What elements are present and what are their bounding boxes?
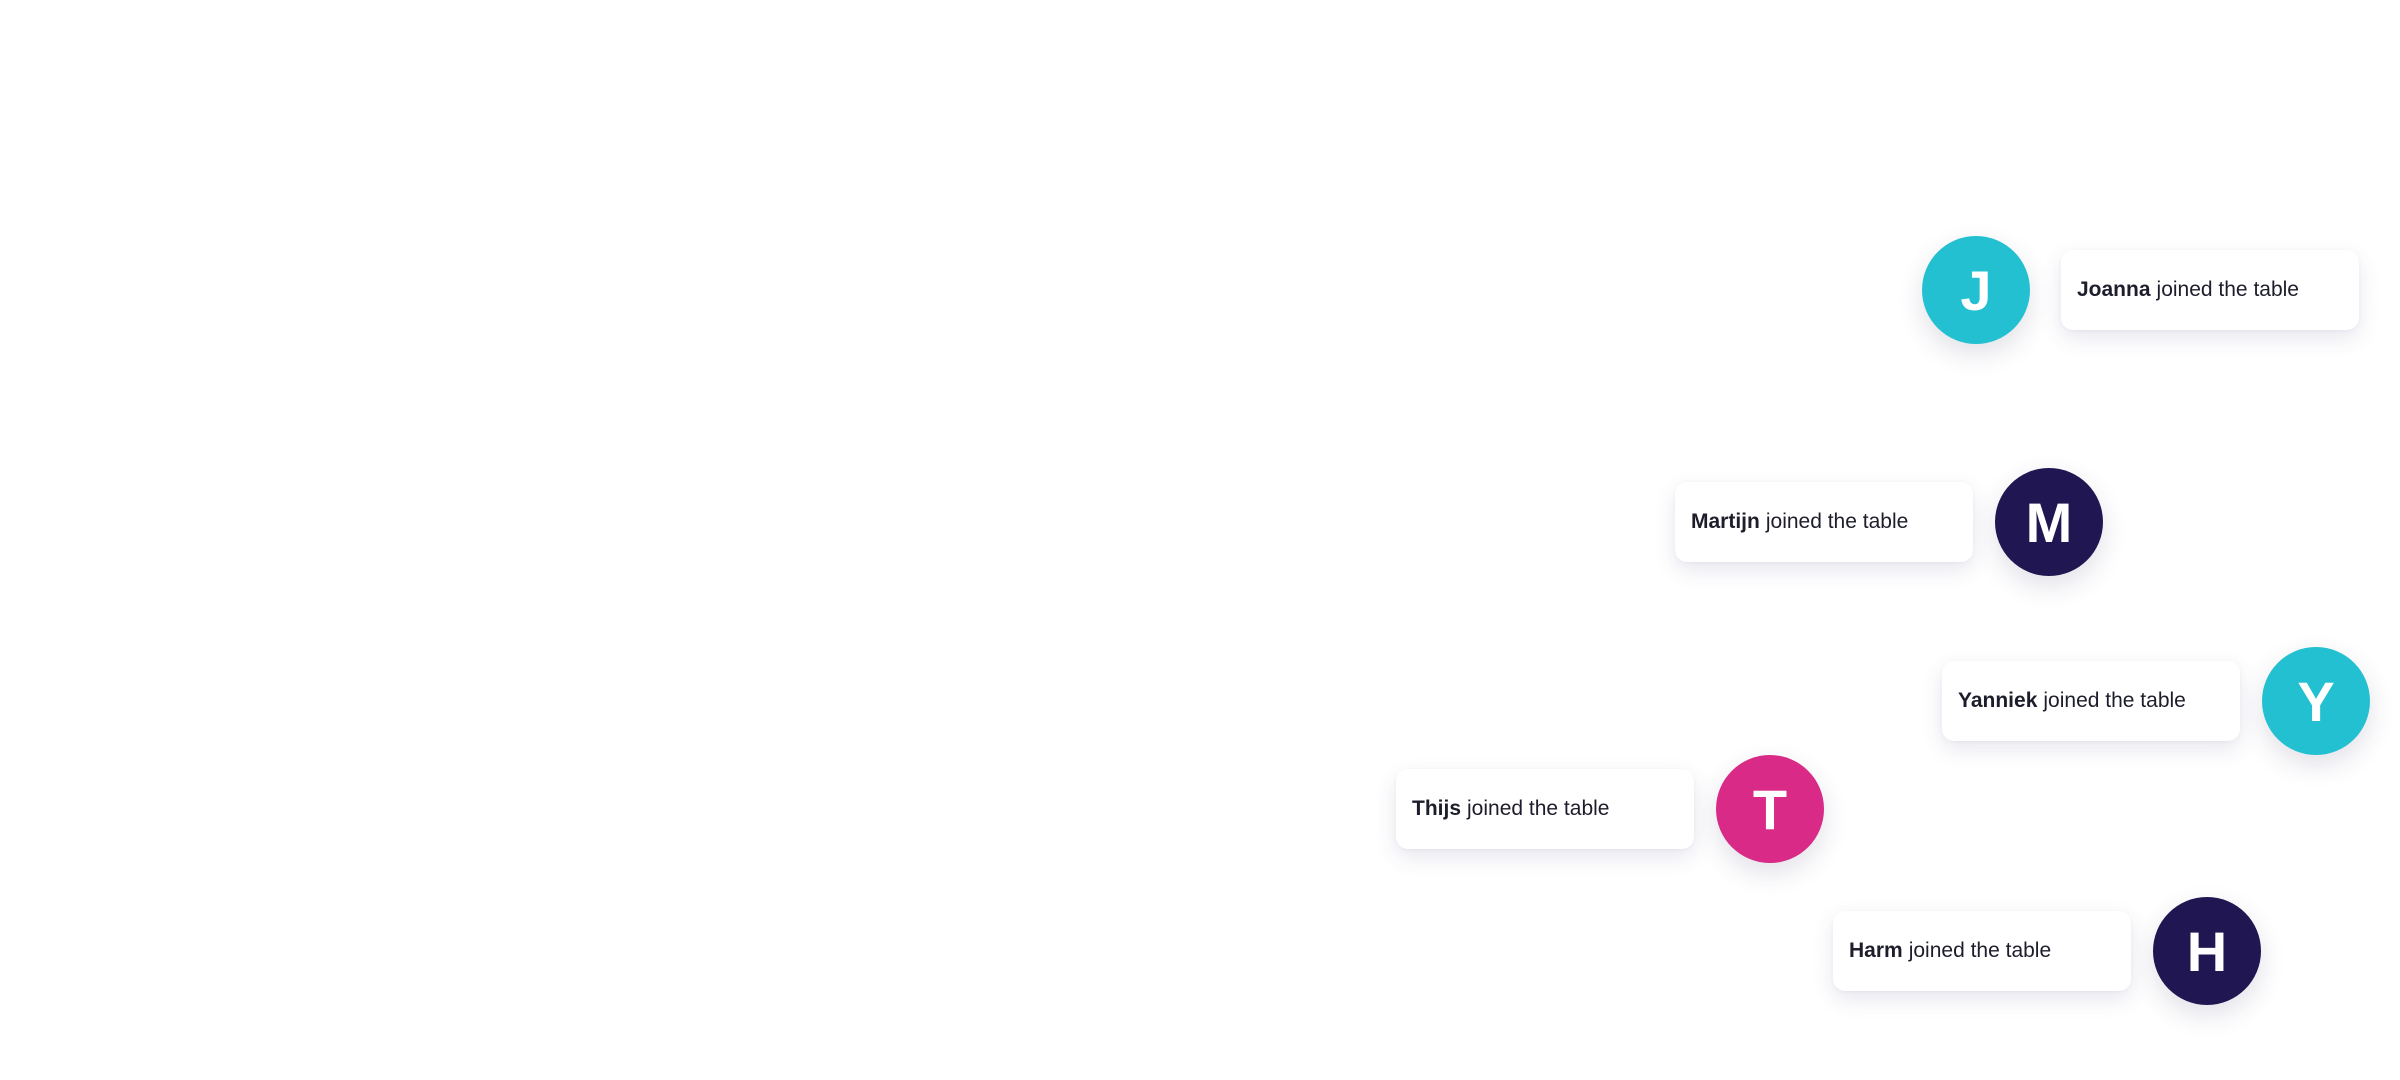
user-name: Yanniek bbox=[1958, 689, 2038, 712]
notification-joanna: J Joanna joined the table bbox=[1922, 236, 2359, 344]
notification-bubble: Martijn joined the table bbox=[1675, 482, 1973, 562]
avatar-martijn: M bbox=[1995, 468, 2103, 576]
notification-martijn: M Martijn joined the table bbox=[1675, 468, 2103, 576]
user-name: Harm bbox=[1849, 939, 1903, 962]
avatar-thijs: T bbox=[1716, 755, 1824, 863]
avatar-harm: H bbox=[2153, 897, 2261, 1005]
user-name: Martijn bbox=[1691, 510, 1760, 533]
avatar-joanna: J bbox=[1922, 236, 2030, 344]
notification-message: joined the table bbox=[2043, 689, 2186, 712]
notification-message: joined the table bbox=[1467, 797, 1610, 820]
notification-harm: H Harm joined the table bbox=[1833, 897, 2261, 1005]
notification-message: joined the table bbox=[2156, 278, 2299, 301]
notification-message: joined the table bbox=[1765, 510, 1909, 533]
notification-bubble: Harm joined the table bbox=[1833, 911, 2131, 991]
user-name: Thijs bbox=[1412, 797, 1462, 820]
notification-yanniek: Y Yanniek joined the table bbox=[1942, 647, 2370, 755]
user-name: Joanna bbox=[2077, 278, 2151, 301]
avatar-yanniek: Y bbox=[2262, 647, 2370, 755]
notification-bubble: Yanniek joined the table bbox=[1942, 661, 2240, 741]
notification-bubble: Thijs joined the table bbox=[1396, 769, 1694, 849]
notification-thijs: T Thijs joined the table bbox=[1396, 755, 1824, 863]
notification-bubble: Joanna joined the table bbox=[2061, 250, 2359, 330]
notification-message: joined the table bbox=[1908, 939, 2052, 962]
